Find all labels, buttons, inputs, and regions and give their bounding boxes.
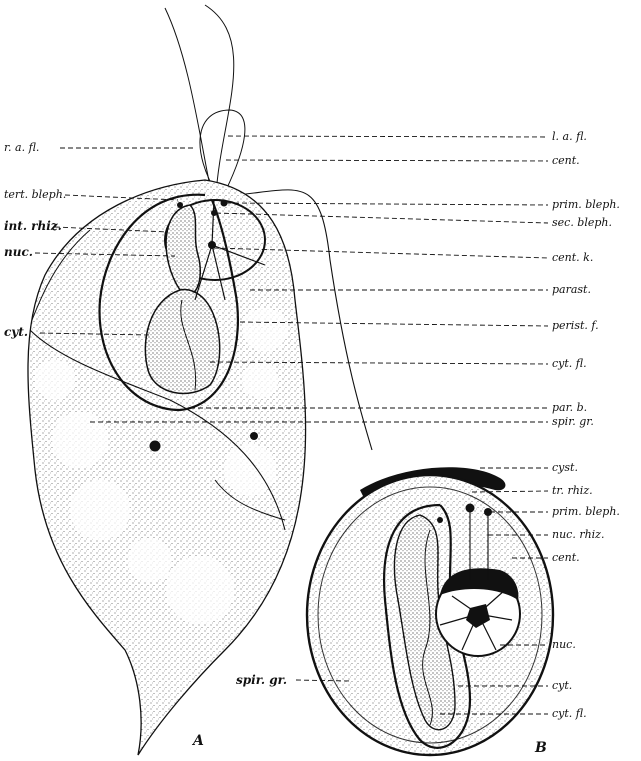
label-sec-bleph: sec. bleph. — [552, 216, 612, 229]
label-cyt-b: cyt. — [552, 679, 572, 692]
left-anterior-flagellum — [205, 5, 234, 196]
label-cent-b: cent. — [552, 551, 580, 564]
label-prim-bleph-a: prim. bleph. — [552, 198, 620, 211]
label-prim-bleph-b: prim. bleph. — [552, 505, 620, 518]
label-nuc-rhiz: nuc. rhiz. — [552, 528, 604, 541]
panel-label-b: B — [534, 740, 547, 756]
label-r-a-fl: r. a. fl. — [4, 141, 39, 154]
label-cent-a: cent. — [552, 154, 580, 167]
label-spir-gr-a: spir. gr. — [552, 415, 594, 428]
label-perist-f: perist. f. — [552, 319, 599, 332]
label-nuc-a: nuc. — [4, 245, 33, 259]
cell-b — [307, 467, 553, 755]
blepharoplast-b3 — [437, 517, 443, 523]
tertiary-blepharoplast — [177, 202, 183, 208]
label-nuc-b: nuc. — [552, 638, 576, 651]
label-cyst: cyst. — [552, 461, 578, 474]
label-cyt-a: cyt. — [4, 325, 28, 339]
label-cyt-fl-b: cyt. fl. — [552, 707, 587, 720]
panel-label-a: A — [191, 733, 204, 749]
label-int-rhiz: int. rhiz. — [4, 219, 62, 233]
label-parast: parast. — [552, 283, 591, 296]
right-anterior-flagellum — [165, 8, 212, 196]
label-cyt-fl-a: cyt. fl. — [552, 357, 587, 370]
label-tert-bleph: tert. bleph. — [4, 188, 66, 201]
label-cent-k: cent. k. — [552, 251, 593, 264]
label-spir-gr-b: spir. gr. — [236, 673, 287, 687]
primary-blepharoplast-b — [466, 504, 475, 513]
label-tr-rhiz: tr. rhiz. — [552, 484, 593, 497]
label-l-a-fl: l. a. fl. — [552, 130, 587, 143]
granule-a1 — [150, 441, 161, 452]
granule-a2 — [250, 432, 258, 440]
label-par-b: par. b. — [552, 401, 587, 414]
